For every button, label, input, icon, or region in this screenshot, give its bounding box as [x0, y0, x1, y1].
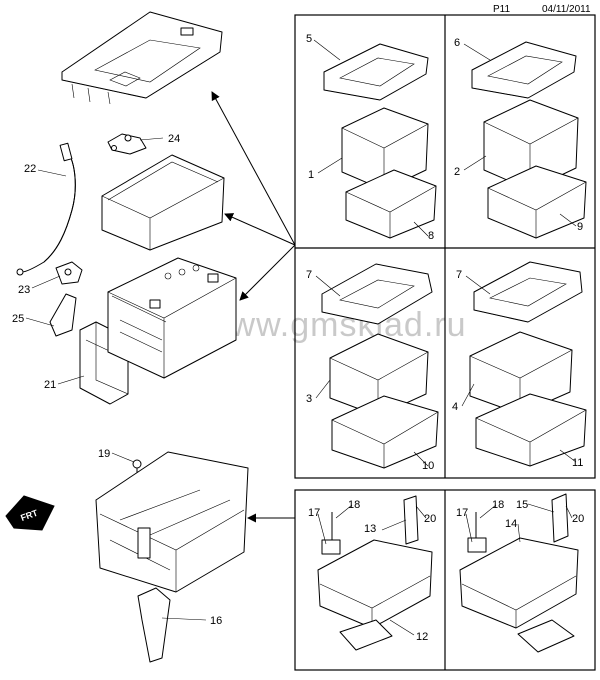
callout-11: 11 — [572, 457, 583, 469]
callout-4: 4 — [452, 401, 458, 413]
reference-arrows — [211, 91, 296, 523]
variant-3 — [321, 263, 439, 469]
callout-labels: 24 22 23 25 21 19 16 5 1 8 6 2 9 7 3 10 … — [12, 33, 584, 643]
callout-18-a: 18 — [348, 499, 360, 511]
variant-1 — [323, 43, 437, 239]
tray-support — [137, 587, 171, 663]
callout-20-b: 20 — [572, 513, 584, 525]
variant-2 — [471, 41, 587, 239]
tray-variant-left — [317, 495, 433, 651]
tray-variant-right — [459, 493, 579, 653]
callout-18-b: 18 — [492, 499, 504, 511]
callout-20-a: 20 — [424, 513, 436, 525]
callout-19: 19 — [98, 448, 110, 460]
arrow-to-cover — [211, 91, 296, 246]
battery — [107, 257, 237, 379]
callout-22: 22 — [24, 163, 36, 175]
callout-13: 13 — [364, 523, 376, 535]
callout-5: 5 — [306, 33, 312, 45]
callout-10: 10 — [422, 460, 434, 472]
callout-25: 25 — [12, 313, 24, 325]
mounting-bracket — [49, 293, 77, 337]
callout-12: 12 — [416, 631, 428, 643]
battery-cable — [16, 142, 76, 276]
callout-16: 16 — [210, 615, 222, 627]
callout-14: 14 — [505, 518, 517, 530]
positive-terminal — [55, 261, 83, 285]
callout-9: 9 — [577, 221, 583, 233]
callout-17-a: 17 — [308, 507, 320, 519]
callout-15: 15 — [516, 499, 528, 511]
callout-17-b: 17 — [456, 507, 468, 519]
arrow-to-battery — [239, 244, 296, 301]
callout-2: 2 — [454, 166, 460, 178]
callout-24: 24 — [168, 133, 180, 145]
variant-4 — [469, 261, 587, 467]
arrow-to-box — [224, 213, 296, 246]
callout-3: 3 — [306, 393, 312, 405]
callout-1: 1 — [308, 169, 314, 181]
callout-21: 21 — [44, 379, 56, 391]
print-date: 04/11/2011 — [542, 4, 591, 15]
leader-lines — [25, 39, 577, 636]
callout-8: 8 — [428, 230, 434, 242]
page-code: P11 — [493, 4, 510, 15]
front-direction-indicator: FRT — [5, 495, 55, 531]
terminal-clamp — [107, 133, 147, 155]
battery-box — [101, 154, 225, 251]
callout-7-a: 7 — [306, 269, 312, 281]
callout-23: 23 — [18, 284, 30, 296]
callout-7-b: 7 — [456, 269, 462, 281]
battery-tray — [95, 451, 249, 593]
callout-6: 6 — [454, 37, 460, 49]
battery-cover — [61, 11, 223, 105]
variant-panels — [294, 14, 596, 671]
